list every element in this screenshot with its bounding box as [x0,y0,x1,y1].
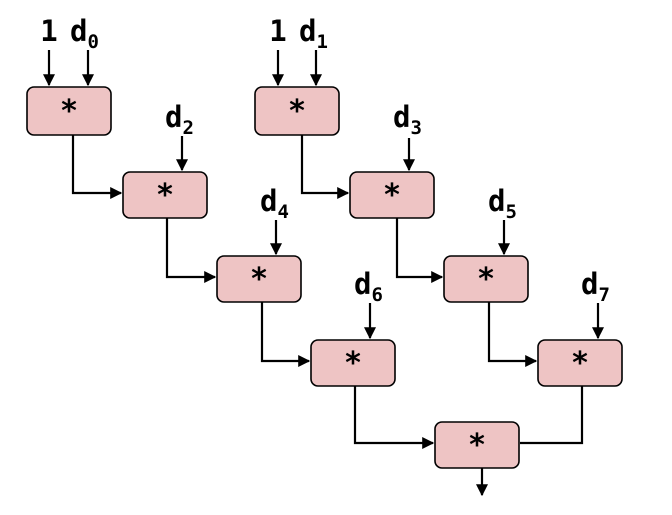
multiply-operator: * [344,346,362,381]
multiply-node-3: * [122,171,208,219]
multiply-node-1: * [26,86,112,136]
wire-chain-r1 [300,135,350,199]
multiply-box [537,339,623,387]
label-d0: d0 [70,14,99,53]
multiply-box [443,255,529,303]
label-d3: d3 [393,100,422,139]
multiply-box [216,255,302,303]
multiply-operator: * [571,346,589,381]
multiply-node-final: * [434,421,520,469]
multiply-box [122,171,208,219]
multiply-box [254,86,340,136]
multiply-node-4: * [349,171,435,219]
multiply-operator: * [250,262,268,297]
wire-chain-r2 [395,218,444,283]
multiply-node-5: * [216,255,302,303]
label-d2: d2 [165,100,194,139]
wire-chain-r4 [520,386,584,445]
label-d6: d6 [354,267,383,306]
label-d5: d5 [488,184,517,223]
wires [43,50,604,497]
label-d1: d1 [299,14,328,53]
wire-chain-l4 [353,386,435,449]
multiply-box [310,339,396,387]
multiply-node-2: * [254,86,340,136]
label-one-b: 1 [269,14,286,48]
wire-chain-r3 [487,302,538,367]
multiply-node-6: * [443,255,529,303]
labels: 1 1 d0 d1 d2 d3 d4 d5 d6 d7 [40,14,610,306]
multiply-box [349,171,435,219]
multiply-operator: * [468,428,486,463]
multiply-node-7: * [310,339,396,387]
multiply-box [434,421,520,469]
multiply-box [26,86,112,136]
wire-chain-l1 [71,135,123,199]
multiply-operator: * [383,178,401,213]
multiply-operator: * [156,178,174,213]
label-one-a: 1 [40,14,57,48]
wire-chain-l2 [165,218,217,283]
wire-chain-l3 [260,302,311,367]
multiply-operator: * [288,94,306,129]
label-d7: d7 [581,267,610,306]
multiply-node-8: * [537,339,623,387]
label-d4: d4 [260,184,289,223]
multiply-operator: * [477,262,495,297]
multiplier-boxes: * * * * * * * * [26,86,623,469]
multiply-operator: * [60,94,78,129]
